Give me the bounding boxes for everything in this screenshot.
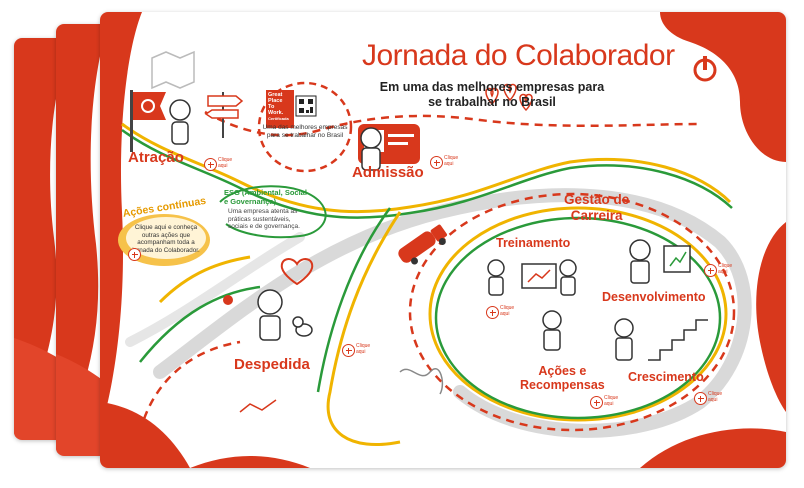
acoes-continuas-text[interactable]: Clique aqui e conheça outras ações que a…	[132, 224, 200, 254]
gptw-badge-footer: Certificada	[268, 116, 289, 121]
cta-line: aqui	[444, 160, 454, 167]
stage-acoes-recompensas[interactable]: Ações e Recompensas	[520, 364, 605, 392]
stage-treinamento[interactable]: Treinamento	[496, 236, 571, 250]
stage-atracao[interactable]: Atração	[128, 149, 184, 166]
cta-line: Clique	[718, 263, 733, 269]
plus-icon	[590, 396, 603, 409]
brand-name: SUPERGASBRAS	[742, 96, 786, 110]
cta-line: Clique	[444, 155, 459, 161]
acoes-line-1: Ações e	[538, 364, 587, 378]
stage-desenvolvimento[interactable]: Desenvolvimento	[602, 290, 706, 304]
gptw-badge-line: To	[268, 104, 275, 110]
cta-line: Clique	[604, 395, 619, 401]
plus-icon	[704, 264, 717, 277]
cta-line: Clique	[356, 343, 371, 349]
cta-line: Clique	[218, 157, 233, 163]
cta-line: aqui	[218, 162, 228, 169]
poster-sheet-front: Jornada do Colaborador Em uma das melhor…	[100, 12, 786, 468]
gptw-caption: Uma das melhores empresas para se trabal…	[262, 124, 348, 139]
cta-line: aqui	[708, 396, 718, 403]
gestao-line-2: Carreira	[570, 208, 623, 223]
plus-icon	[486, 306, 499, 319]
stage-gestao-carreira[interactable]: Gestão de Carreira	[564, 192, 629, 224]
plus-icon	[430, 156, 443, 169]
cta-line: aqui	[500, 310, 510, 317]
plus-icon	[694, 392, 707, 405]
poster-artwork	[100, 12, 786, 468]
plus-icon	[128, 248, 141, 261]
esg-text: Uma empresa atenta às práticas sustentáv…	[228, 208, 300, 230]
gptw-badge-line: Place	[268, 98, 283, 104]
cta-line: Clique	[500, 305, 515, 311]
stage-despedida[interactable]: Despedida	[234, 356, 310, 373]
cta-line: aqui	[356, 348, 366, 355]
cta-line: Clique	[708, 391, 723, 397]
acoes-line-2: Recompensas	[520, 378, 605, 392]
gestao-line-1: Gestão de	[564, 192, 630, 207]
plus-icon	[342, 344, 355, 357]
page-subtitle: Em uma das melhores empresas para se tra…	[379, 80, 605, 109]
gptw-badge-line: Great	[268, 92, 283, 98]
stage-admissao[interactable]: Admissão	[352, 164, 424, 181]
esg-title: ESG (Ambiental, Social e Governança)	[224, 188, 307, 206]
gptw-badge-line: Work.	[268, 110, 284, 116]
page-title: Jornada do Colaborador	[362, 39, 675, 72]
stage-crescimento[interactable]: Crescimento	[628, 370, 704, 384]
cta-line: aqui	[718, 268, 728, 275]
gptw-badge: Great Place To Work. Certificada	[268, 92, 289, 122]
plus-icon	[204, 158, 217, 171]
cta-line: aqui	[604, 400, 614, 407]
